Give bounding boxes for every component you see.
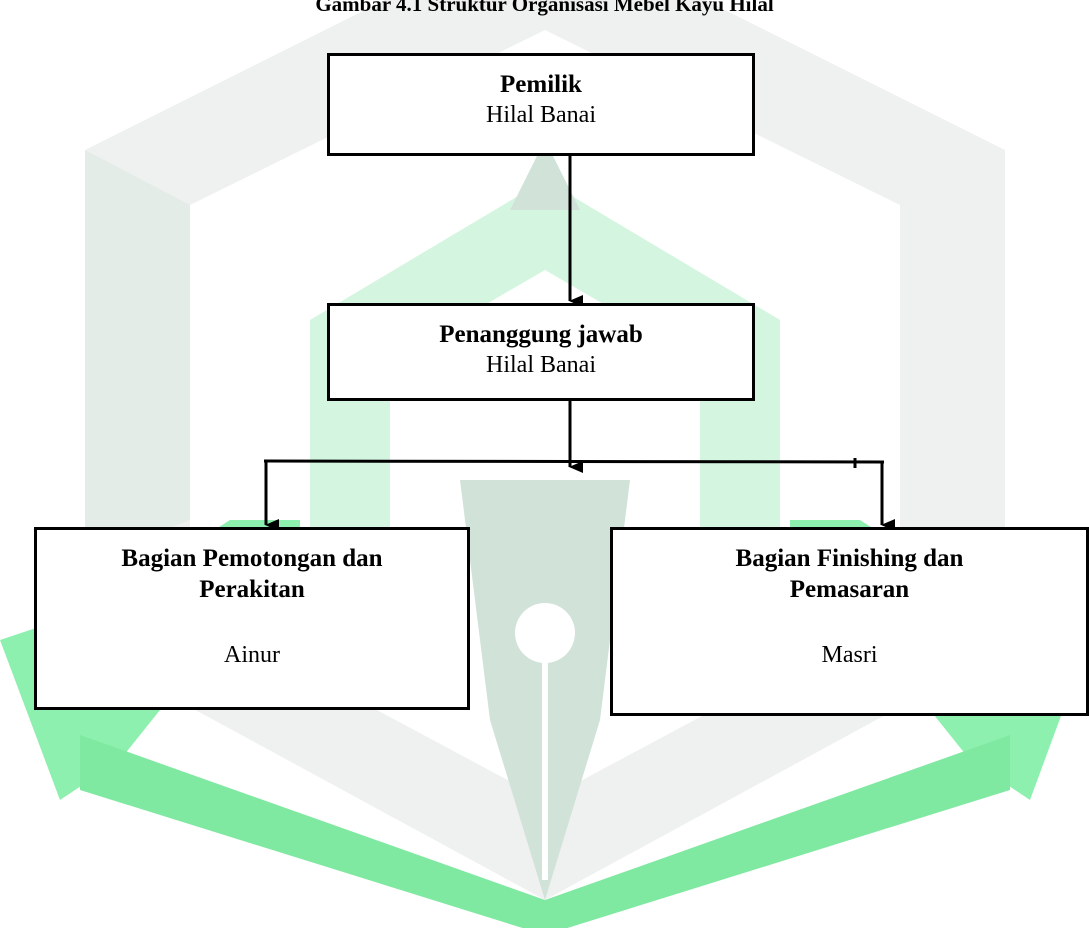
figure-caption: Gambar 4.1 Struktur Organisasi Mebel Kay…: [315, 0, 774, 16]
watermark-bottom-chevron: [80, 735, 1010, 928]
watermark-pen-hole: [515, 603, 575, 663]
node-owner-role: Pemilik: [500, 71, 582, 98]
watermark-pennant: [510, 140, 580, 210]
node-finishing-marketing: Bagian Finishing dan Pemasaran Masri: [610, 527, 1089, 716]
node-finishing-marketing-name: Masri: [821, 642, 878, 668]
connector-horizontal-bar: [263, 459, 885, 464]
node-manager-role: Penanggung jawab: [439, 321, 643, 348]
node-owner: Pemilik Hilal Banai: [327, 53, 755, 156]
node-cutting-assembly-name: Ainur: [224, 642, 280, 668]
watermark-green-arch: [310, 180, 780, 560]
node-manager: Penanggung jawab Hilal Banai: [327, 303, 755, 401]
node-manager-name: Hilal Banai: [486, 352, 596, 378]
watermark-left-band: [85, 150, 190, 560]
node-owner-name: Hilal Banai: [486, 102, 596, 128]
node-cutting-assembly-role: Bagian Pemotongan dan Perakitan: [121, 545, 383, 603]
node-finishing-marketing-role: Bagian Finishing dan Pemasaran: [735, 545, 964, 603]
node-cutting-assembly: Bagian Pemotongan dan Perakitan Ainur: [34, 527, 470, 710]
